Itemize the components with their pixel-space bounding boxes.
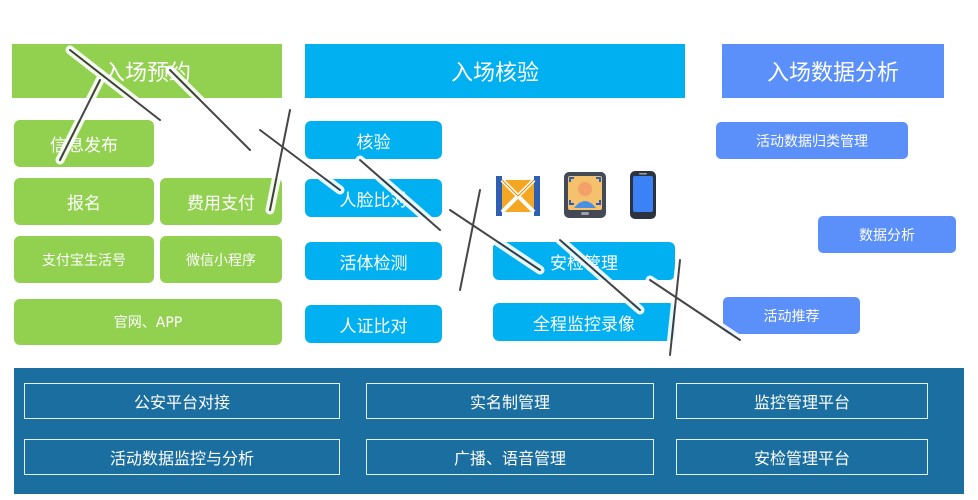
turnstile-icon — [496, 176, 540, 216]
header-booking: 入场预约 — [12, 44, 282, 98]
box-security-mgmt: 安检管理 — [493, 242, 675, 280]
box-data-analysis: 数据分析 — [818, 216, 956, 253]
box-realname-mgmt: 实名制管理 — [366, 383, 654, 419]
box-categorize: 活动数据归类管理 — [716, 122, 908, 159]
box-alipay-life: 支付宝生活号 — [14, 236, 154, 283]
header-analysis: 入场数据分析 — [722, 44, 944, 98]
box-info-publish: 信息发布 — [14, 120, 154, 167]
smartphone-icon — [630, 171, 656, 219]
box-website-app: 官网、APP — [14, 299, 282, 345]
box-liveness: 活体检测 — [305, 242, 442, 280]
box-id-compare: 人证比对 — [305, 305, 442, 343]
box-activity-monitor: 活动数据监控与分析 — [24, 439, 340, 475]
box-police-integration: 公安平台对接 — [24, 383, 340, 419]
box-signup: 报名 — [14, 178, 154, 225]
box-check: 核验 — [305, 121, 442, 159]
face-tablet-icon — [564, 172, 606, 218]
box-wechat-mini: 微信小程序 — [160, 236, 282, 283]
box-security-platform: 安检管理平台 — [676, 439, 928, 475]
header-verify: 入场核验 — [305, 44, 685, 98]
box-broadcast: 广播、语音管理 — [366, 439, 654, 475]
box-recommend: 活动推荐 — [723, 297, 860, 334]
platform-panel: 公安平台对接 实名制管理 监控管理平台 活动数据监控与分析 广播、语音管理 安检… — [14, 368, 964, 494]
box-cctv-record: 全程监控录像 — [493, 303, 675, 341]
box-monitor-platform: 监控管理平台 — [676, 383, 928, 419]
box-fee-payment: 费用支付 — [160, 178, 282, 225]
box-face-compare: 人脸比对 — [305, 179, 442, 217]
